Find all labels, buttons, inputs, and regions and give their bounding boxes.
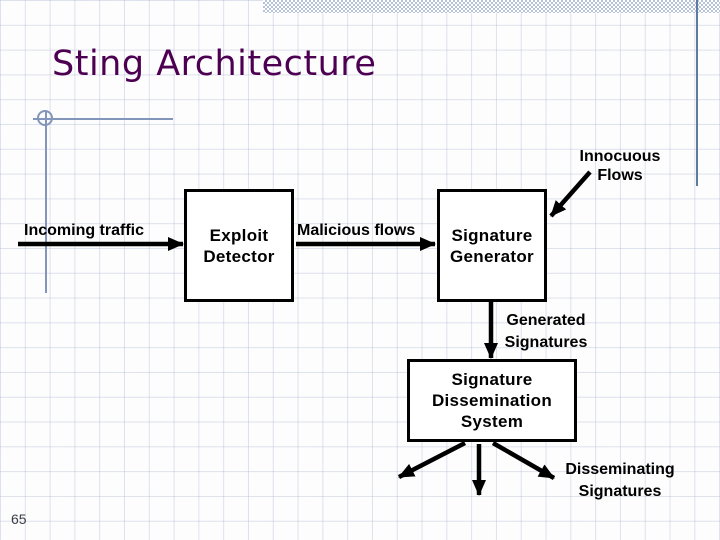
flow-label-line: Flows: [597, 167, 643, 184]
box-label-line: Generator: [450, 246, 534, 266]
top-accent-bar: [263, 0, 720, 13]
disseminate-left-arrow: [397, 440, 467, 480]
box-label-line: Dissemination: [431, 391, 553, 410]
box-label-line: Detector: [203, 246, 275, 266]
disseminating-signatures-label: Disseminating Signatures: [548, 459, 692, 503]
innocuous-flows-label: Innocuous Flows: [560, 147, 680, 185]
flow-label-line: Innocuous: [579, 148, 661, 165]
flow-label-line: Disseminating: [565, 461, 675, 478]
box-label-line: Signature: [451, 225, 533, 245]
signature-generator-box: Signature Generator: [437, 189, 547, 302]
innocuous-flows-arrow: [549, 170, 592, 218]
flow-label-line: Signatures: [504, 334, 588, 351]
box-label-line: Signature: [451, 370, 533, 389]
slide-title: Sting Architecture: [52, 44, 377, 84]
page-number: 65: [11, 511, 27, 527]
box-label-line: Exploit: [209, 225, 269, 245]
incoming-traffic-label: Incoming traffic: [24, 222, 145, 239]
right-accent-line: [696, 0, 698, 186]
malicious-flows-label: Malicious flows: [297, 222, 416, 239]
exploit-detector-box: Exploit Detector: [184, 189, 294, 302]
box-label-line: System: [460, 412, 524, 431]
disseminate-right-arrow: [491, 441, 556, 480]
signature-dissemination-box: Signature Dissemination System: [407, 359, 577, 442]
decor-vertical-line: [45, 112, 47, 293]
generated-signatures-label: Generated Signatures: [486, 310, 606, 354]
decor-horizontal-line: [33, 118, 173, 120]
flow-label-line: Signatures: [578, 483, 662, 500]
flow-label-line: Generated: [506, 312, 586, 329]
decor-circle: [37, 110, 53, 126]
